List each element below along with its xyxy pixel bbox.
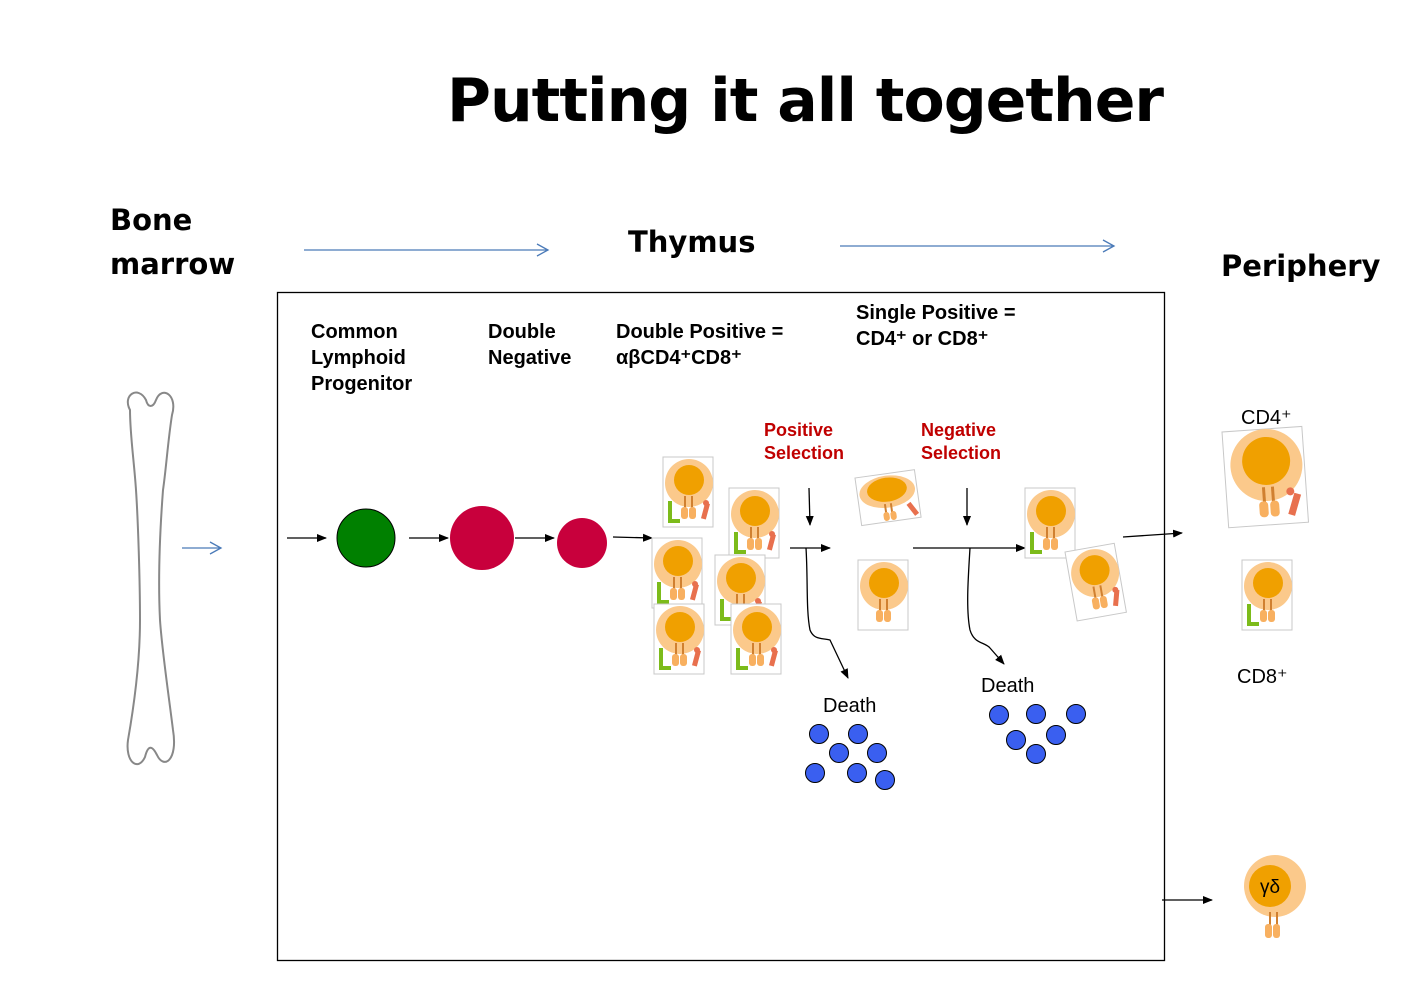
positive-selection-arrow <box>805 487 814 526</box>
negative-selection-label: Negative Selection <box>921 420 1002 463</box>
dead-cells-1 <box>805 724 895 790</box>
periphery-cd4-cell <box>1221 425 1310 529</box>
periphery-label: Periphery <box>1221 249 1381 283</box>
arrow-to-dp <box>612 533 653 542</box>
single-positive-label: Single Positive = CD4⁺ or CD8⁺ <box>856 302 1016 350</box>
periphery-cd8-cell <box>1241 559 1293 631</box>
selected-cell-tilted <box>854 469 922 527</box>
slide-title: Putting it all together <box>446 66 1164 136</box>
double-positive-label: Double Positive = αβCD4⁺CD8⁺ <box>616 321 784 369</box>
thymus-box <box>276 291 1166 962</box>
single-positive-cd4-cell <box>1064 542 1127 622</box>
gamma-delta-cell: γδ <box>1244 855 1306 938</box>
double-negative-label: Double Negative <box>488 321 572 369</box>
death-label-negative: Death <box>981 675 1035 697</box>
double-negative-cell-small <box>557 518 607 568</box>
bone-icon <box>126 391 175 766</box>
death-label-positive: Death <box>823 695 877 717</box>
single-positive-cd8-cell <box>1024 487 1076 559</box>
selected-cell-lower <box>857 559 909 631</box>
arrow-to-periphery <box>1122 529 1183 538</box>
clp-label: Common Lymphoid Progenitor <box>311 321 413 395</box>
cd4-periphery-label: CD4⁺ <box>1241 407 1292 429</box>
arrow-to-death-2 <box>967 547 1005 665</box>
double-positive-cells <box>651 456 782 675</box>
cd8-periphery-label: CD8⁺ <box>1237 666 1288 688</box>
arrow-to-death-1 <box>805 547 849 679</box>
positive-selection-label: Positive Selection <box>764 420 845 463</box>
thymus-label: Thymus <box>628 225 756 259</box>
dead-cells-2 <box>989 704 1086 764</box>
clp-cell <box>336 508 396 568</box>
double-negative-cell-large <box>450 506 514 570</box>
bone-marrow-label: Bone marrow <box>110 203 236 281</box>
gamma-delta-label: γδ <box>1260 877 1280 898</box>
